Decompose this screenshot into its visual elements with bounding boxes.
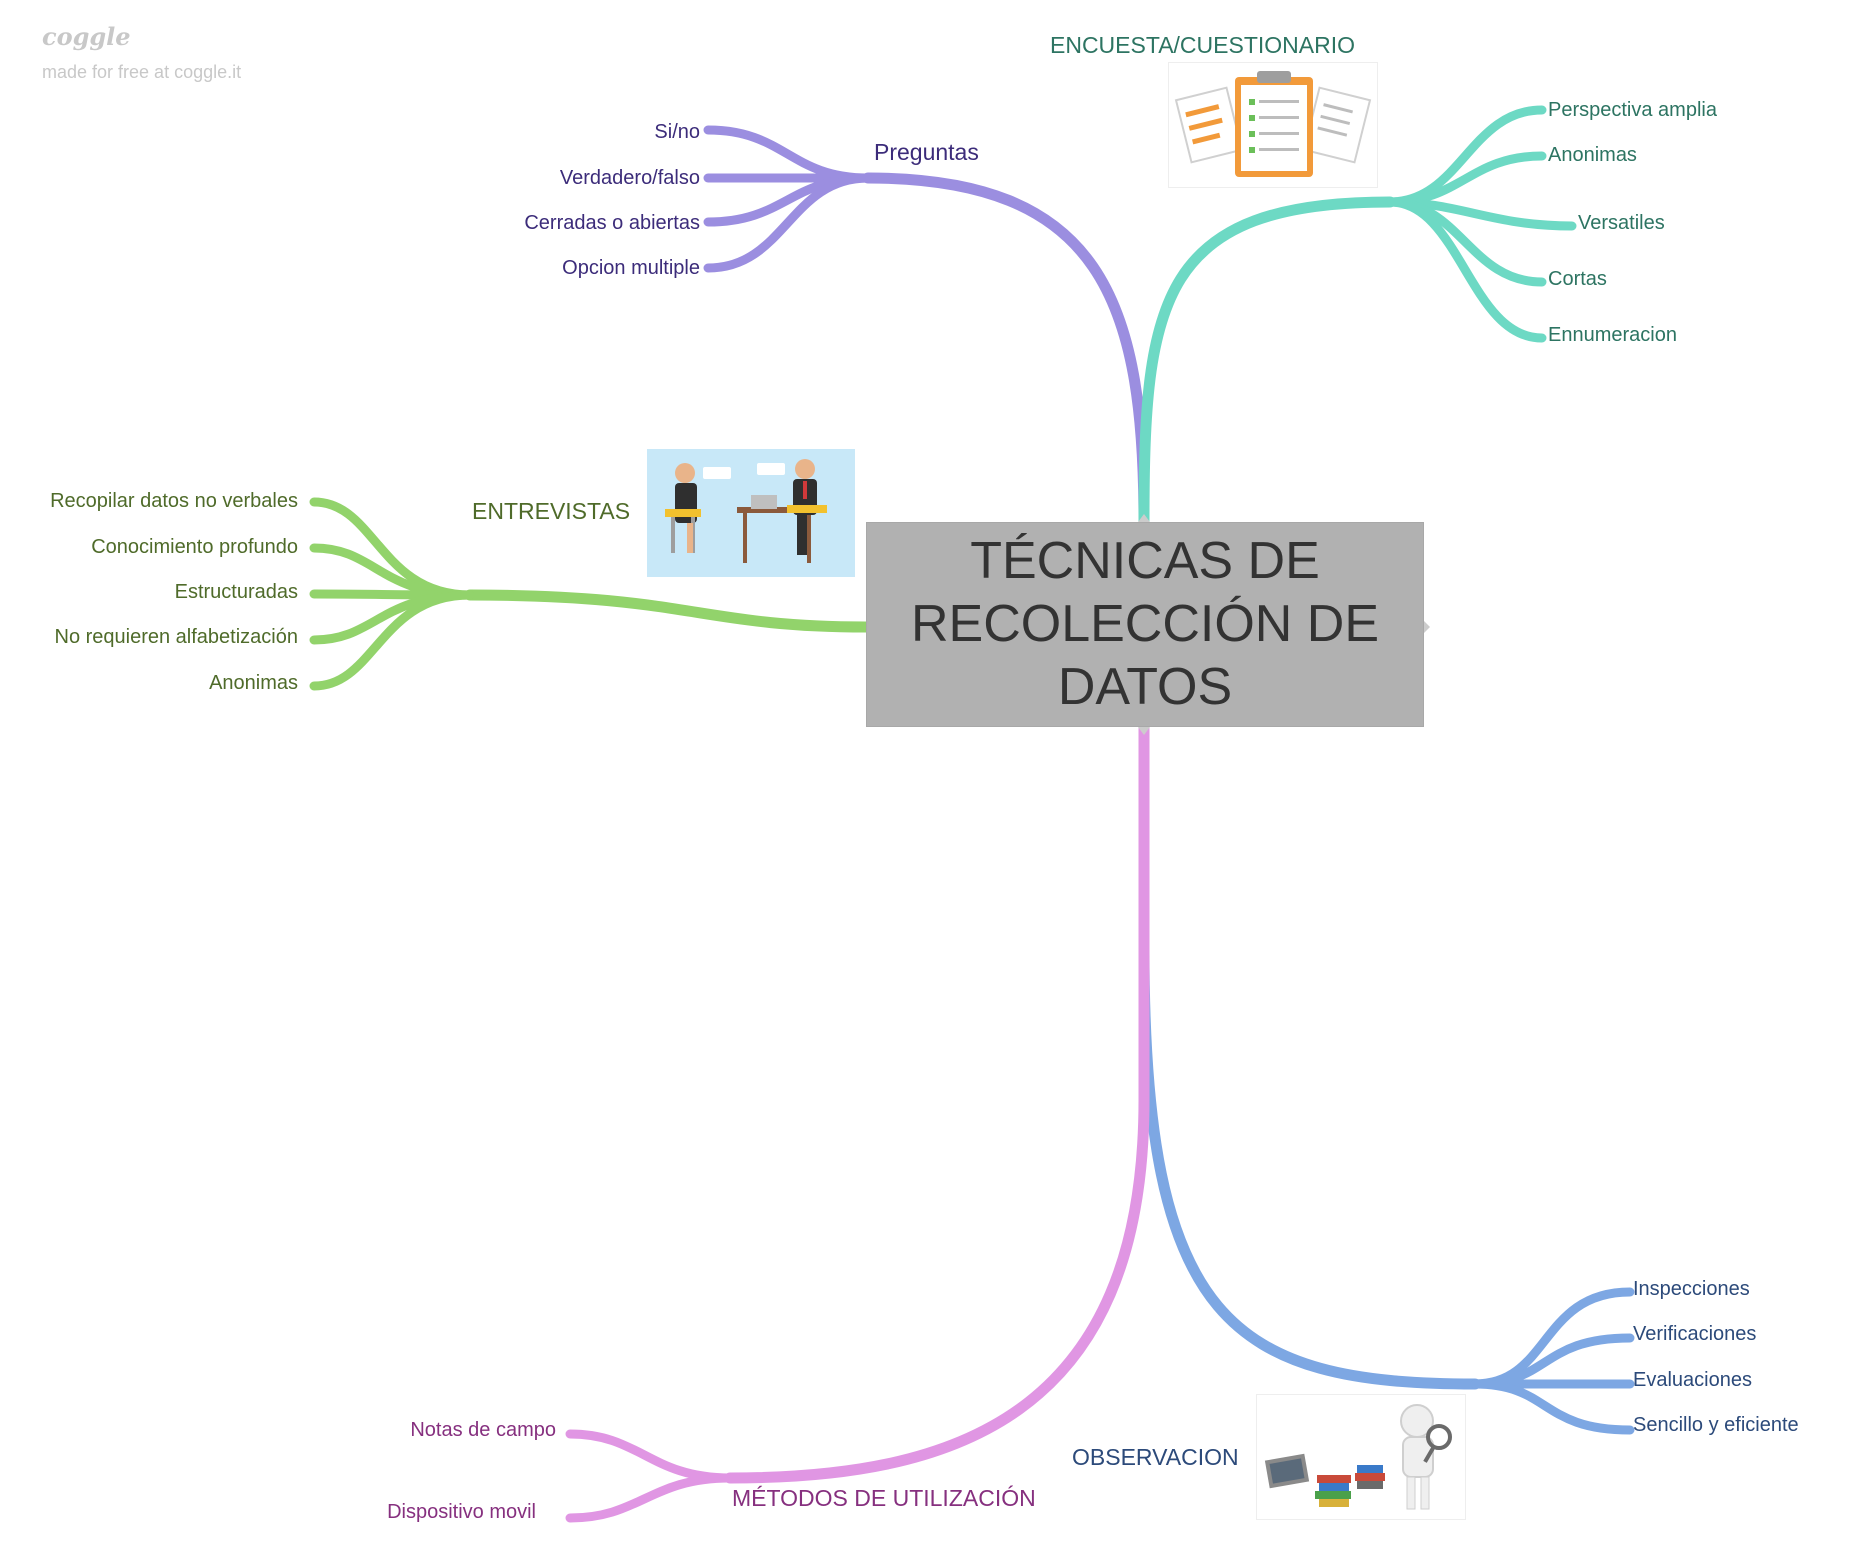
observacion-item[interactable]: Evaluaciones — [1633, 1369, 1752, 1391]
observacion-item[interactable]: Verificaciones — [1633, 1323, 1757, 1345]
branch-title-encuesta[interactable]: ENCUESTA/CUESTIONARIO — [1050, 32, 1355, 58]
encuesta-item[interactable]: Cortas — [1548, 268, 1607, 290]
connector-encuesta — [1138, 196, 1396, 528]
central-node[interactable]: TÉCNICAS DE RECOLECCIÓN DE DATOS — [866, 522, 1424, 727]
encuesta-item[interactable]: Versatiles — [1578, 212, 1665, 234]
entrevistas-item[interactable]: Conocimiento profundo — [91, 536, 298, 558]
preguntas-item[interactable]: Opcion multiple — [562, 257, 700, 279]
entrevistas-item[interactable]: Anonimas — [209, 672, 298, 694]
clipboard-survey-icon — [1168, 62, 1378, 188]
coggle-logo: coggle — [42, 22, 131, 51]
connector-metodos — [724, 721, 1150, 1484]
encuesta-item[interactable]: Perspectiva amplia — [1548, 99, 1717, 121]
encuesta-item[interactable]: Ennumeracion — [1548, 324, 1677, 346]
magnifying-glass-figure-illustration — [1256, 1394, 1466, 1520]
connector-preguntas — [862, 172, 1150, 528]
metodos-item[interactable]: Notas de campo — [410, 1419, 556, 1441]
encuesta-item[interactable]: Anonimas — [1548, 144, 1637, 166]
branch-title-observacion[interactable]: OBSERVACION — [1072, 1444, 1239, 1470]
interview-illustration — [647, 449, 855, 577]
branch-title-metodos[interactable]: MÉTODOS DE UTILIZACIÓN — [732, 1485, 1036, 1511]
metodos-item[interactable]: Dispositivo movil — [387, 1501, 536, 1523]
observacion-item[interactable]: Inspecciones — [1633, 1278, 1750, 1300]
connector-entrevistas — [464, 589, 872, 633]
coggle-tagline: made for free at coggle.it — [42, 62, 242, 82]
branch-title-preguntas[interactable]: Preguntas — [874, 139, 979, 165]
preguntas-item[interactable]: Verdadero/falso — [559, 167, 700, 189]
entrevistas-item[interactable]: Estructuradas — [174, 581, 298, 603]
connector-observacion — [1138, 721, 1481, 1390]
preguntas-item[interactable]: Cerradas o abiertas — [524, 212, 700, 234]
branch-title-entrevistas[interactable]: ENTREVISTAS — [472, 498, 631, 524]
entrevistas-item[interactable]: Recopilar datos no verbales — [50, 490, 298, 512]
preguntas-item[interactable]: Si/no — [654, 121, 700, 143]
central-title: TÉCNICAS DE RECOLECCIÓN DE DATOS — [910, 532, 1380, 716]
entrevistas-item[interactable]: No requieren alfabetización — [54, 626, 299, 648]
observacion-item[interactable]: Sencillo y eficiente — [1633, 1414, 1799, 1436]
